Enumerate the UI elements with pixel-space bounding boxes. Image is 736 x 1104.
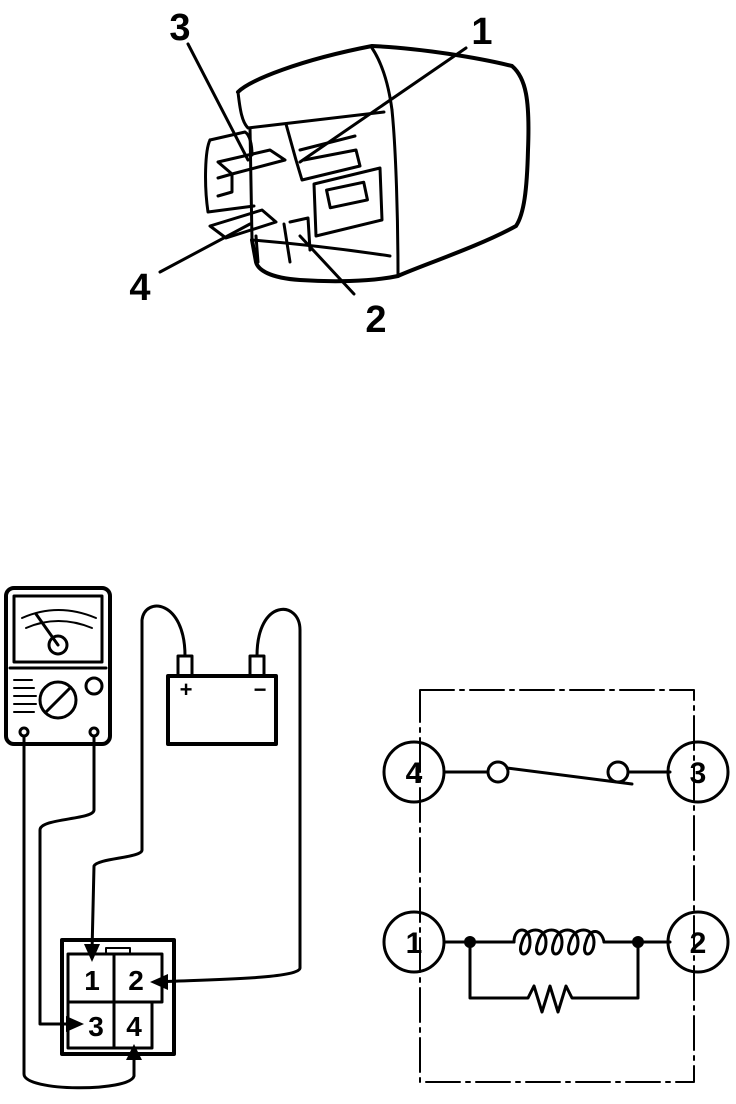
switch-arm [505, 766, 634, 786]
relay-illustration: 3 1 4 2 [129, 7, 531, 341]
connector-lower [254, 216, 312, 264]
arrow-pin3 [66, 1016, 84, 1032]
battery-minus-label: − [254, 677, 267, 702]
schematic-label-3: 3 [690, 757, 707, 790]
battery-post-positive [176, 654, 194, 678]
connector-housing [204, 138, 256, 214]
connector-pin-4: 4 [126, 1011, 142, 1042]
schematic-enclosure [419, 689, 695, 1083]
schematic-terminal-1 [382, 910, 446, 974]
terminal-2-blade [312, 166, 384, 238]
terminal-3-side [216, 172, 234, 198]
terminal-3-blade [216, 148, 287, 176]
schematic-terminal-2 [666, 910, 730, 974]
connector-pin-1: 1 [84, 965, 100, 996]
callout-4: 4 [129, 267, 150, 309]
connector-latch [105, 947, 131, 955]
wire-meter-left [22, 734, 136, 1090]
connector-outer [60, 938, 176, 1056]
connector-cell-4 [112, 1000, 154, 1050]
resistor-path [468, 940, 640, 1014]
ohmmeter-scale-inner [25, 620, 93, 629]
ohmmeter-needle [34, 612, 60, 647]
schematic-terminal-3 [666, 740, 730, 804]
callout-2: 2 [365, 299, 386, 341]
terminal-2-slot [325, 180, 369, 210]
schematic-label-4: 4 [406, 757, 423, 790]
ohmmeter-adjust [84, 676, 104, 696]
wire-meter-right [38, 734, 96, 1026]
callout-3: 3 [169, 7, 190, 49]
test-setup: + − 1 2 3 4 [4, 586, 302, 1090]
ohmmeter-knob-pointer [44, 686, 72, 714]
ohmmeter [4, 586, 112, 746]
connector-block: 1 2 3 4 [60, 938, 176, 1056]
ohmmeter-case [4, 586, 112, 746]
relay-front-edge [390, 108, 400, 278]
callout-line-4 [158, 222, 252, 274]
ohmmeter-scale-marks [13, 679, 37, 713]
relay-face-top [236, 90, 386, 130]
relay-schematic: 4 3 1 2 [382, 689, 730, 1083]
ohmmeter-pivot [47, 634, 69, 656]
schematic-label-1: 1 [406, 927, 423, 960]
callout-line-2 [298, 234, 356, 296]
relay-edge [370, 46, 394, 112]
coil-winding [512, 928, 606, 956]
connector-pin-3: 3 [88, 1011, 104, 1042]
switch-contact-right [606, 760, 630, 784]
terminal-1-blade [284, 122, 362, 182]
battery-case [166, 674, 278, 746]
callout-line-1 [298, 46, 468, 164]
relay-body [236, 44, 531, 284]
callout-line-3 [186, 42, 250, 162]
terminal-4-blade [208, 208, 278, 240]
schematic-label-2: 2 [690, 927, 707, 960]
ohmmeter-selector-knob [38, 680, 78, 720]
relay-face-panel [248, 126, 392, 258]
connector-pin-2: 2 [128, 965, 144, 996]
connector-top [208, 130, 254, 157]
switch-contact-left [486, 760, 510, 784]
callout-1: 1 [471, 11, 492, 53]
schematic-terminal-4 [382, 740, 446, 804]
battery-post-negative [248, 654, 266, 678]
arrow-pin2 [150, 974, 168, 990]
wire-battery-negative [158, 607, 302, 984]
battery: + − [166, 654, 278, 746]
ohmmeter-scale [21, 609, 97, 619]
battery-plus-label: + [180, 677, 193, 702]
ohmmeter-display [12, 594, 104, 664]
wire-battery-positive [90, 604, 187, 954]
